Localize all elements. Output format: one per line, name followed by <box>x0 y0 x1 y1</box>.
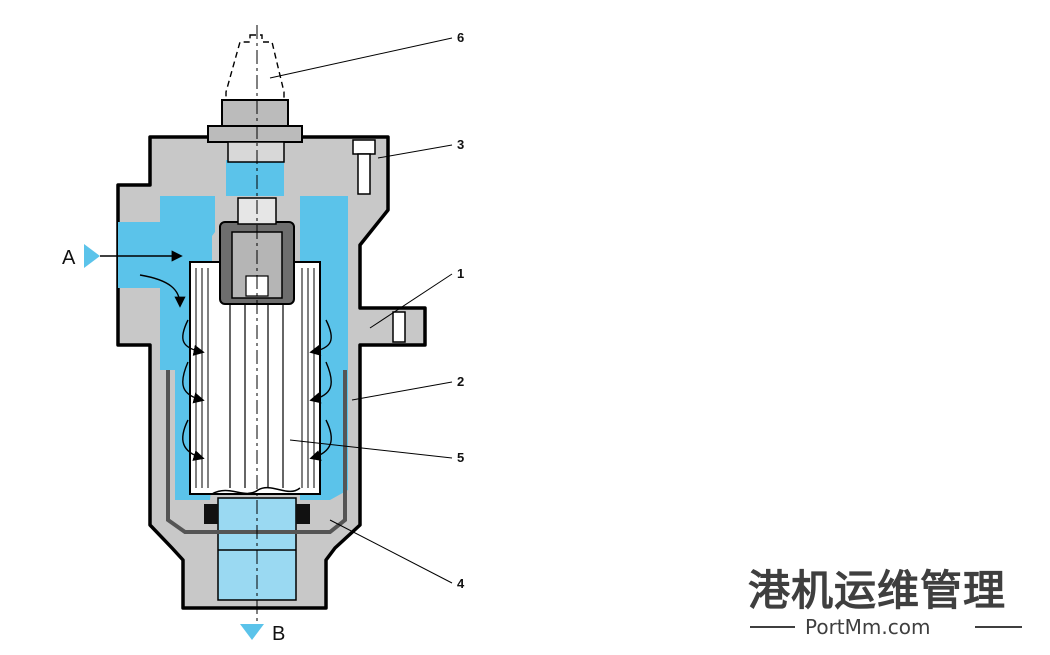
watermark-title: 港机运维管理 <box>748 566 1006 615</box>
label-part-2: 2 <box>457 374 464 389</box>
label-part-4: 4 <box>457 576 465 591</box>
flow-arrows <box>100 250 332 461</box>
outlet-label: B <box>272 623 285 645</box>
housing-screw <box>352 139 376 195</box>
outlet-marker-icon <box>240 624 264 640</box>
label-part-1: 1 <box>457 266 464 281</box>
top-cap-plug <box>207 99 303 163</box>
label-part-6: 6 <box>457 30 464 45</box>
cap-removal-tool-outline <box>225 34 285 111</box>
inlet-label: A <box>62 247 76 269</box>
leader-lines <box>269 37 453 584</box>
inlet-marker-icon <box>84 244 100 268</box>
label-part-3: 3 <box>457 137 464 152</box>
watermark: 港机运维管理 PortMm.com <box>748 566 1022 639</box>
bottom-seal-ring <box>204 504 310 524</box>
label-part-5: 5 <box>457 450 464 465</box>
watermark-site: PortMm.com <box>805 615 930 639</box>
